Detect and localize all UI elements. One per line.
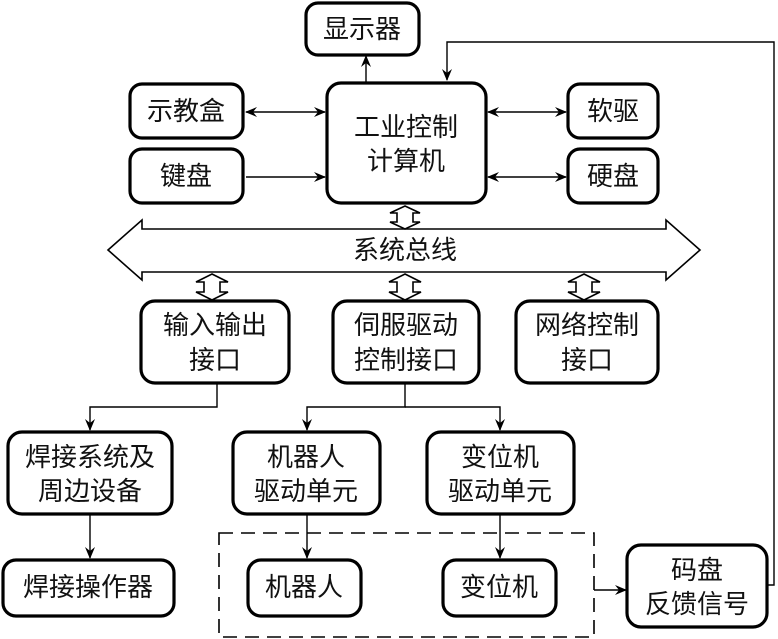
bus-link-ipc — [389, 205, 421, 230]
harddisk-label: 硬盘 — [587, 162, 639, 192]
edge-servo-robotdrv — [302, 384, 406, 431]
node-keyboard: 键盘 — [128, 147, 245, 205]
ipc-label-line2: 计算机 — [367, 147, 445, 177]
network-label-line2: 接口 — [561, 346, 613, 376]
bus-link-servo — [388, 273, 422, 301]
io-label-line2: 接口 — [189, 346, 241, 376]
node-industrial-pc: 工业控制 计算机 — [325, 81, 488, 205]
mechanism-group-frame — [218, 532, 595, 638]
weld-system-label-line2: 周边设备 — [38, 477, 142, 507]
system-bus-group: 系统总线 — [106, 205, 702, 301]
edge-io-weldsys — [85, 384, 218, 431]
positioner-label: 变位机 — [460, 573, 538, 603]
node-robot: 机器人 — [246, 558, 363, 618]
keyboard-label: 键盘 — [160, 162, 212, 192]
node-harddisk: 硬盘 — [566, 147, 660, 205]
servo-label-line2: 控制接口 — [354, 346, 458, 376]
positioner-drive-label-line1: 变位机 — [461, 443, 539, 473]
system-bus-arrow — [106, 218, 702, 282]
node-display: 显示器 — [304, 1, 421, 57]
node-servo-interface: 伺服驱动 控制接口 — [331, 299, 481, 385]
node-io-interface: 输入输出 接口 — [139, 299, 291, 385]
node-robot-drive: 机器人 驱动单元 — [231, 430, 382, 516]
system-bus-label: 系统总线 — [353, 236, 457, 266]
edge-servo-posdrv — [405, 406, 505, 431]
robot-drive-label-line1: 机器人 — [267, 443, 345, 473]
io-label-line1: 输入输出 — [163, 311, 267, 341]
node-weld-operator: 焊接操作器 — [1, 558, 176, 618]
node-encoder-feedback: 码盘 反馈信号 — [625, 543, 769, 629]
node-positioner: 变位机 — [441, 558, 558, 618]
network-label-line1: 网络控制 — [535, 311, 639, 341]
teach-pendant-label: 示教盒 — [147, 97, 225, 127]
bus-link-network — [567, 273, 601, 301]
encoder-label-line1: 码盘 — [671, 556, 723, 586]
connectors — [85, 41, 775, 638]
servo-label-line1: 伺服驱动 — [354, 311, 458, 341]
node-positioner-drive: 变位机 驱动单元 — [425, 430, 576, 516]
weld-operator-label: 焊接操作器 — [23, 573, 153, 603]
encoder-label-line2: 反馈信号 — [645, 590, 749, 620]
weld-system-label-line1: 焊接系统及 — [25, 443, 155, 473]
floppy-label: 软驱 — [587, 97, 639, 127]
node-teach-pendant: 示教盒 — [128, 82, 245, 140]
node-weld-system: 焊接系统及 周边设备 — [6, 430, 174, 516]
robot-label: 机器人 — [265, 573, 343, 603]
node-network-interface: 网络控制 接口 — [514, 299, 660, 385]
bus-link-io — [195, 273, 229, 301]
robot-drive-label-line2: 驱动单元 — [254, 477, 358, 507]
node-floppy: 软驱 — [566, 82, 660, 140]
display-label: 显示器 — [323, 15, 401, 45]
ipc-label-line1: 工业控制 — [354, 113, 458, 143]
edge-encoder-ipc — [442, 41, 775, 586]
positioner-drive-label-line2: 驱动单元 — [448, 477, 552, 507]
